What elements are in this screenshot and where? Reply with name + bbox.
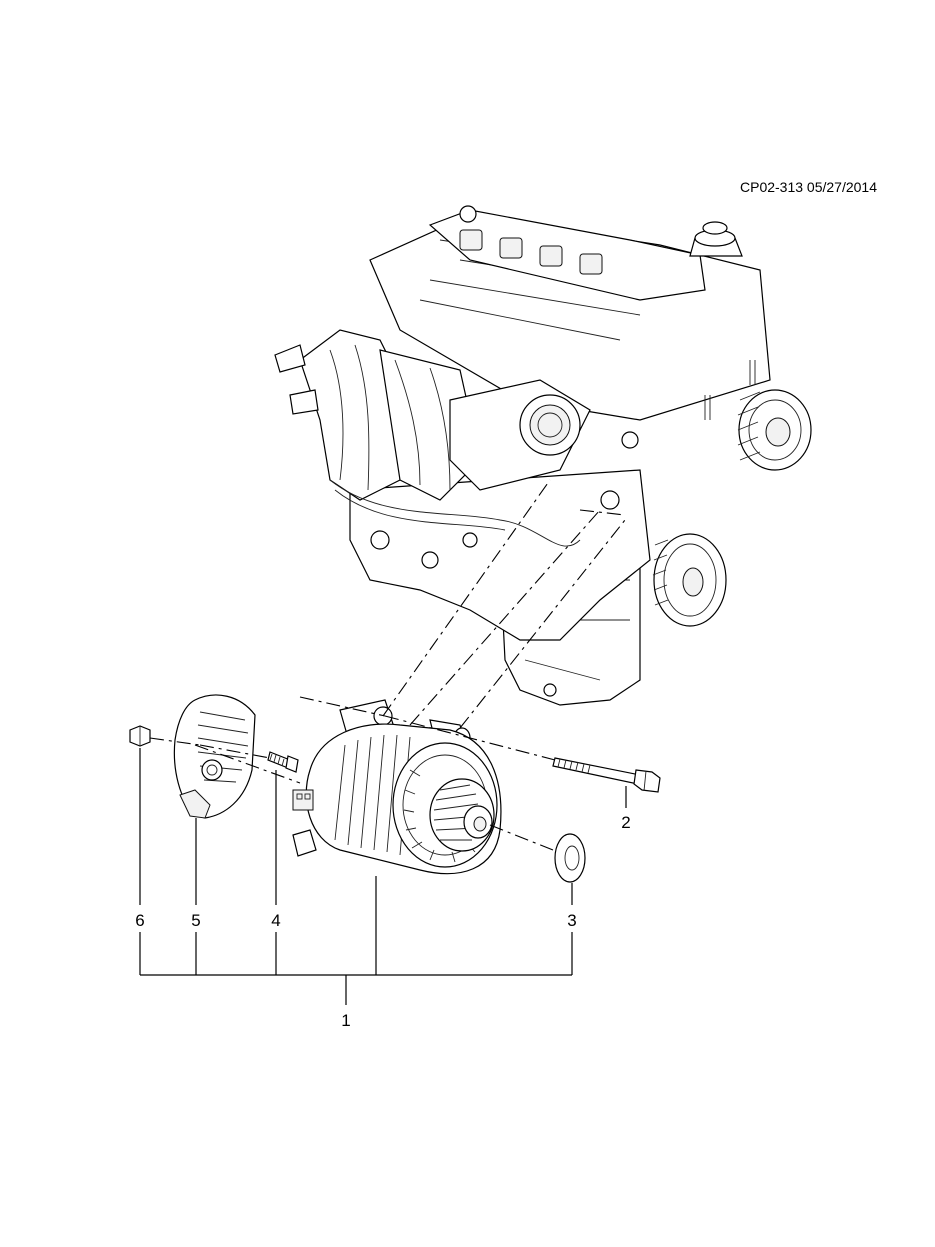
assembly-centerlines <box>149 479 626 851</box>
callout-3-washer: 3 <box>567 911 577 930</box>
alternator-cover-illustration <box>173 694 256 819</box>
short-bolt-illustration <box>267 751 299 773</box>
nut-illustration <box>129 725 151 747</box>
callout-leader-lines <box>139 748 627 1005</box>
long-bolt-illustration <box>552 757 661 793</box>
diagram-reference-code: CP02-313 05/27/2014 <box>740 179 877 195</box>
callout-5-cover: 5 <box>191 911 201 930</box>
callout-4-short-bolt: 4 <box>271 911 281 930</box>
callout-6-nut: 6 <box>135 911 145 930</box>
engine-assembly-illustration <box>274 205 812 706</box>
alternator-illustration <box>292 699 502 875</box>
callout-1-alternator-assembly: 1 <box>341 1011 351 1030</box>
callout-2-long-bolt: 2 <box>621 813 631 832</box>
washer-illustration <box>554 833 586 883</box>
